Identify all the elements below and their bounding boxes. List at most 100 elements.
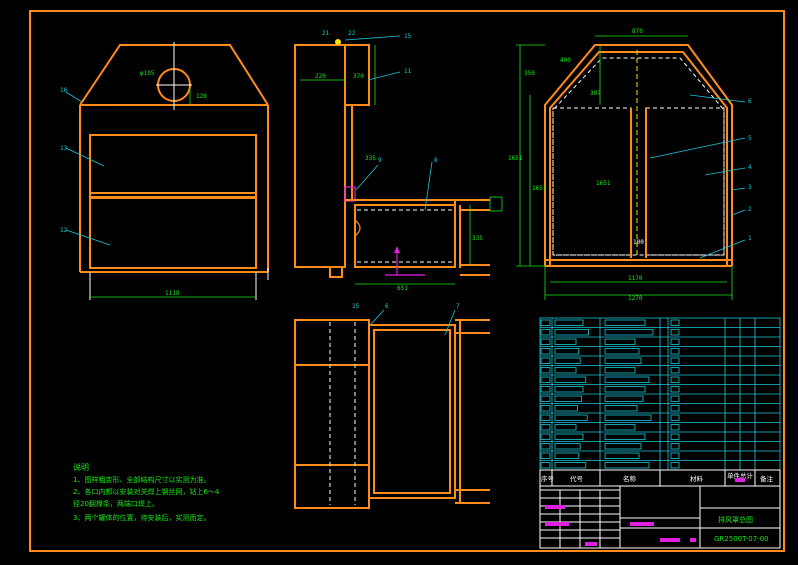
parts-list-cell-mark bbox=[604, 319, 646, 326]
parts-list-cell-mark bbox=[554, 443, 581, 450]
front-upper-panel bbox=[89, 134, 257, 198]
parts-list-cell-mark bbox=[604, 338, 636, 345]
parts-list-cell-mark bbox=[554, 433, 584, 440]
parts-list-cell-mark bbox=[604, 424, 636, 431]
parts-list-cell-mark bbox=[554, 376, 587, 383]
parts-list-cell-mark bbox=[670, 443, 680, 450]
parts-list-cell-mark bbox=[554, 338, 577, 345]
side-depth-dim: 651 bbox=[397, 285, 408, 292]
balloon-13: 13 bbox=[60, 145, 68, 152]
parts-list-cell-mark bbox=[554, 367, 577, 374]
plan-left-block bbox=[294, 319, 370, 509]
parts-list-cell-mark bbox=[604, 386, 646, 393]
title-block-mark bbox=[545, 505, 565, 509]
front-lower-panel bbox=[89, 197, 257, 269]
parts-list bbox=[539, 317, 781, 471]
note-line-1: 1、图样粗变形、全部结构尺寸以实测为准。 bbox=[73, 475, 210, 484]
parts-list-cell-mark bbox=[670, 329, 680, 336]
section-outer-outline bbox=[544, 44, 733, 266]
notes: 说明 1、图样粗变形、全部结构尺寸以实测为准。 2、各口内都以安装对关焊上钢丝网… bbox=[73, 462, 220, 522]
balloon-1: 1 bbox=[748, 235, 752, 242]
parts-list-cell-mark bbox=[554, 405, 578, 412]
parts-list-cell-mark bbox=[554, 319, 584, 326]
drawing-number: GR2500T-07-00 bbox=[714, 535, 769, 543]
balloon-11: 11 bbox=[404, 68, 412, 75]
parts-list-cell-mark bbox=[670, 348, 680, 355]
parts-list-cell-mark bbox=[670, 386, 680, 393]
section-post-dim: 100 bbox=[633, 239, 644, 246]
balloon-16: 16 bbox=[60, 87, 68, 94]
header-total: 总计 bbox=[740, 471, 754, 480]
section-view: 870 307 1651 1651 1651 350 1170 1270 100… bbox=[508, 28, 752, 302]
parts-list-cell-mark bbox=[554, 452, 580, 459]
note-line-2: 2、各口内都以安装对关焊上钢丝网，钻上6～4 bbox=[73, 487, 220, 496]
side-view: 651 220 370 335 335 21 22 15 11 9 8 bbox=[294, 30, 503, 292]
parts-list-cell-mark bbox=[670, 452, 680, 459]
sheet-border bbox=[29, 10, 785, 552]
parts-list-cell-mark bbox=[604, 348, 640, 355]
title-block-mark bbox=[735, 478, 745, 482]
balloon-15-plan: 15 bbox=[352, 303, 360, 310]
drawing-title: 排风罩总图 bbox=[718, 515, 753, 524]
parts-list-cell-mark bbox=[604, 376, 650, 383]
parts-list-cell-mark bbox=[554, 348, 580, 355]
plan-view: 15 6 7 bbox=[294, 303, 490, 509]
section-hood-height-dim: 307 bbox=[590, 90, 601, 97]
parts-list-cell-mark bbox=[604, 414, 652, 421]
parts-list-cell-mark bbox=[604, 452, 640, 459]
parts-list-cell-mark bbox=[604, 395, 644, 402]
parts-list-cell-mark bbox=[554, 386, 584, 393]
title-block: 序号 代号 名称 材料 单件 总计 备注 排风罩总图 GR2500T-07-00 bbox=[539, 469, 781, 549]
parts-list-cell-mark bbox=[670, 319, 680, 326]
parts-list-cell-mark bbox=[554, 424, 577, 431]
parts-list-cell-mark bbox=[670, 414, 680, 421]
balloon-2: 2 bbox=[748, 206, 752, 213]
parts-list-cell-mark bbox=[540, 329, 551, 336]
section-body-height-dim: 1651 bbox=[532, 185, 547, 192]
balloon-22: 22 bbox=[348, 30, 356, 37]
side-cap-dim: 370 bbox=[353, 73, 364, 80]
front-hood-outline bbox=[79, 44, 269, 106]
parts-list-cell-mark bbox=[540, 338, 551, 345]
parts-list-cell-mark bbox=[540, 452, 551, 459]
parts-list-cell-mark bbox=[670, 395, 680, 402]
plan-right-block bbox=[368, 324, 456, 499]
parts-list-cell-mark bbox=[540, 462, 551, 469]
parts-list-cell-mark bbox=[670, 433, 680, 440]
balloon-12: 12 bbox=[60, 227, 68, 234]
parts-list-cell-mark bbox=[540, 348, 551, 355]
header-index: 序号 bbox=[541, 474, 555, 483]
parts-list-cell-mark bbox=[670, 462, 680, 469]
parts-list-cell-mark bbox=[540, 424, 551, 431]
parts-list-cell-mark bbox=[604, 367, 636, 374]
parts-list-cell-mark bbox=[540, 443, 551, 450]
title-block-mark bbox=[585, 542, 597, 546]
balloon-4: 4 bbox=[748, 164, 752, 171]
side-mid-dim: 335 bbox=[365, 155, 376, 162]
parts-list-cell-mark bbox=[670, 424, 680, 431]
header-unit: 单件 bbox=[727, 471, 741, 480]
header-remark: 备注 bbox=[760, 474, 774, 483]
parts-list-cell-mark bbox=[540, 357, 551, 364]
section-inner-width-dim: 1170 bbox=[628, 275, 643, 282]
balloon-6-plan: 6 bbox=[385, 303, 389, 310]
balloon-9: 9 bbox=[378, 157, 382, 164]
parts-list-cell-mark bbox=[604, 329, 654, 336]
parts-list-cell-mark bbox=[540, 376, 551, 383]
parts-list-cell-mark bbox=[540, 395, 551, 402]
section-inner-height-dim: 1651 bbox=[596, 180, 611, 187]
parts-list-cell-mark bbox=[604, 443, 642, 450]
note-line-3: 径20翻撑条，两端口焊上。 bbox=[73, 499, 159, 508]
side-top-dim: 220 bbox=[315, 73, 326, 80]
side-bottom-box bbox=[354, 204, 456, 268]
parts-list-cell-mark bbox=[540, 386, 551, 393]
notes-title: 说明 bbox=[73, 462, 89, 472]
section-top-width-dim: 870 bbox=[632, 28, 643, 35]
title-block-mark bbox=[660, 538, 680, 542]
parts-list-cell-mark bbox=[554, 395, 583, 402]
balloon-7-plan: 7 bbox=[456, 303, 460, 310]
balloon-15: 15 bbox=[404, 33, 412, 40]
header-name: 名称 bbox=[623, 474, 637, 483]
front-duct-height-dim: 128 bbox=[196, 93, 207, 100]
